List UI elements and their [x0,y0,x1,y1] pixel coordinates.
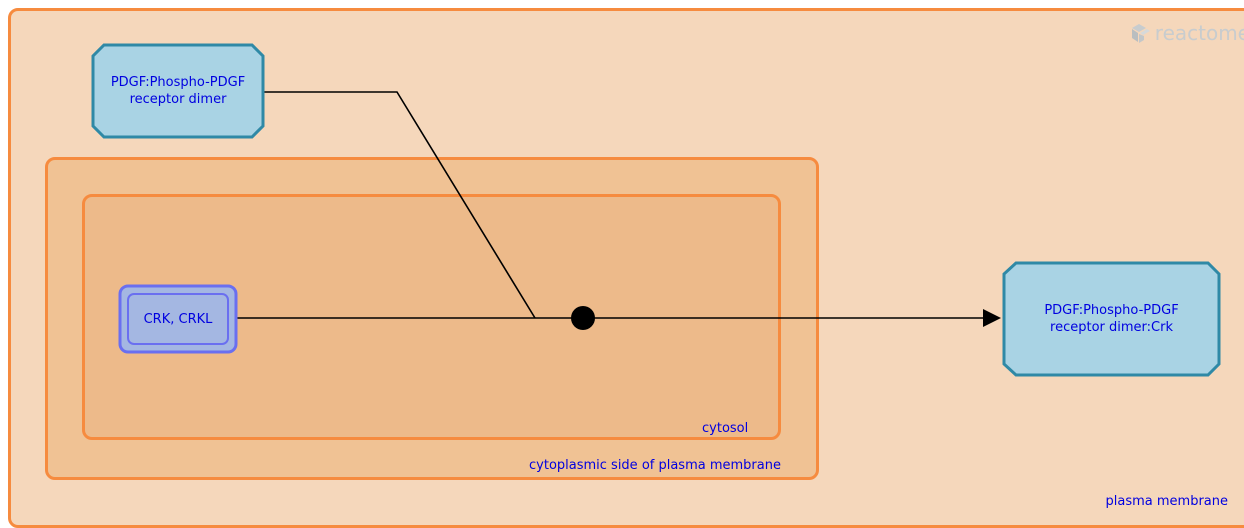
input-set-label: CRK, CRKL [143,311,213,327]
input-set-node[interactable]: CRK, CRKL [120,286,236,352]
reactome-logo: reactome [1130,21,1244,45]
reaction-node[interactable] [571,306,595,330]
output-complex-node[interactable]: PDGF:Phospho-PDGF receptor dimer:Crk [1004,263,1219,375]
output-arrowhead [983,309,1001,327]
plasma-membrane-label: plasma membrane [1105,494,1229,509]
input-edge-complex [263,91,536,319]
input-complex-node[interactable]: PDGF:Phospho-PDGF receptor dimer [93,45,263,137]
reactome-logo-icon [1131,24,1150,43]
input-complex-label: PDGF:Phospho-PDGF receptor dimer [110,75,246,107]
output-complex-label: PDGF:Phospho-PDGF receptor dimer:Crk [1044,303,1179,335]
reactome-logo-text: reactome [1154,21,1244,45]
cytoplasmic-side-label: cytoplasmic side of plasma membrane [529,458,781,473]
cytosol-label: cytosol [702,421,749,436]
reaction-edges [237,91,1001,330]
